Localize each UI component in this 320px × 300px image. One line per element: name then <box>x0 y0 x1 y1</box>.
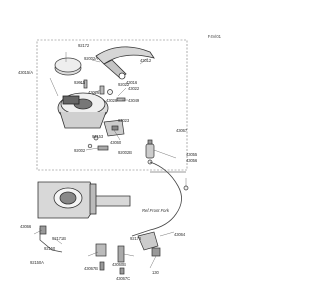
exploded-view-drawing <box>33 39 189 275</box>
parts-diagram: F4Vi01 Ref.Front Fork 92172 92002A 43012… <box>18 34 221 281</box>
part-label: 92176 <box>130 236 142 241</box>
lower-bracket <box>39 185 189 275</box>
part-label: 43067 <box>176 128 188 133</box>
part-label: 43016 <box>126 80 138 85</box>
part-label: 92023 <box>118 118 130 123</box>
part-label: 43060 <box>110 140 122 145</box>
part-label: 92150 <box>44 246 56 251</box>
leader-lines <box>33 52 187 269</box>
part-label: 92015 <box>74 80 86 85</box>
part-label: 92171B <box>52 236 66 241</box>
handlebar-clamp <box>37 181 131 219</box>
part-label: 92153 <box>92 134 104 139</box>
brake-switch <box>87 119 125 151</box>
part-label: 92150A <box>30 260 44 265</box>
reservoir-cap <box>54 57 82 76</box>
part-label: 43056 <box>186 158 198 163</box>
part-label: 43060B <box>112 262 126 267</box>
banjo-fitting <box>145 139 155 165</box>
part-label: 43055 <box>186 152 198 157</box>
brake-lever <box>95 46 155 80</box>
part-label: 92022 <box>118 82 130 87</box>
figure-code: F4Vi01 <box>207 34 221 39</box>
part-label: 130 <box>152 270 159 275</box>
part-label: 43067C <box>116 276 131 281</box>
part-label: 92002B <box>118 150 132 155</box>
part-label: 43028 <box>106 98 118 103</box>
part-label: 43015/A <box>18 70 33 75</box>
ref-front-fork-note: Ref.Front Fork <box>142 208 169 213</box>
part-label: 92002A <box>84 56 98 61</box>
part-label: 43066 <box>20 224 32 229</box>
assembly-boundary <box>36 39 188 171</box>
part-label: 43022 <box>128 86 140 91</box>
part-label: 92172 <box>78 43 90 48</box>
lever-pivot-parts <box>83 79 126 102</box>
part-label: 43026 <box>88 90 100 95</box>
master-cylinder-body <box>57 92 109 129</box>
part-label: 43049 <box>128 98 140 103</box>
part-label: 92002 <box>74 148 86 153</box>
part-label: 43067B <box>84 266 98 271</box>
part-label: 43012 <box>140 58 152 63</box>
part-label: 43064 <box>174 232 186 237</box>
